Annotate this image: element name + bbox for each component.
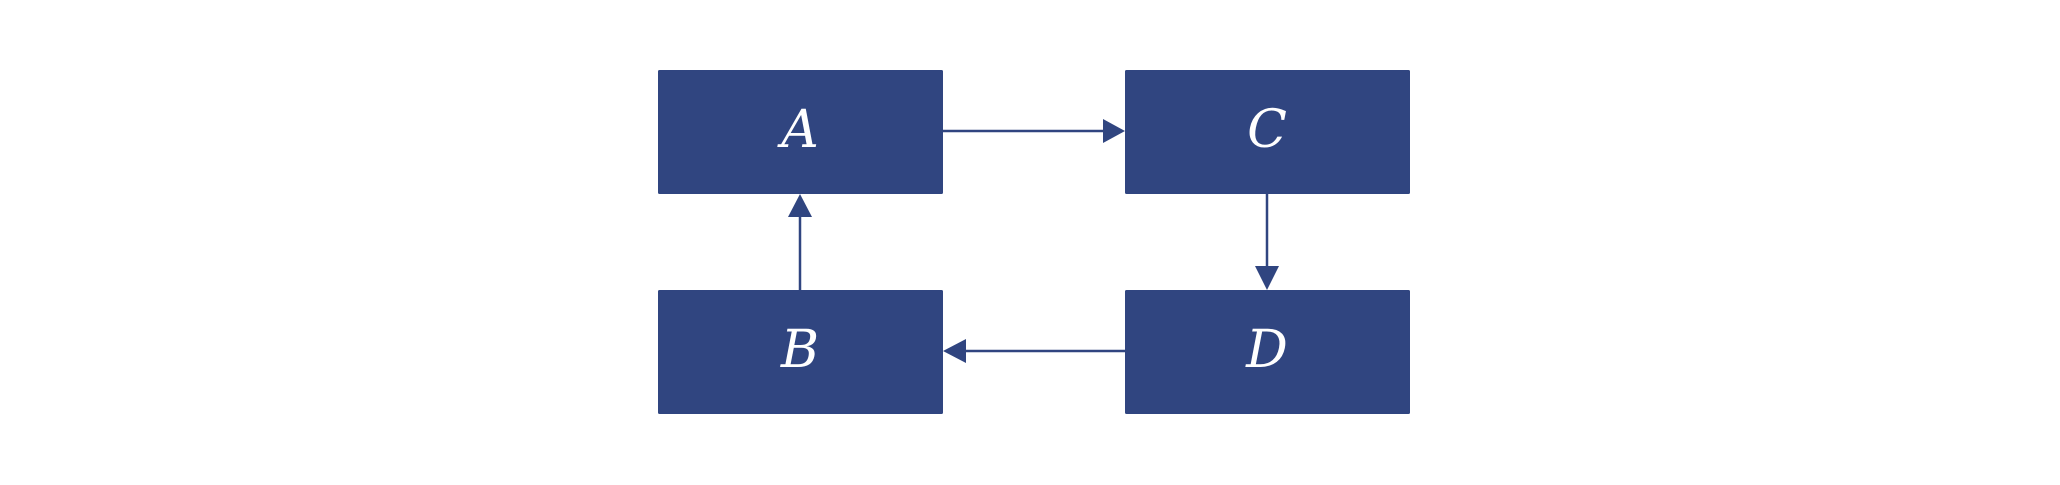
edge-a-to-c <box>943 119 1125 143</box>
node-b-box <box>658 290 943 414</box>
node-b-label: B <box>780 320 819 380</box>
edge-d-to-b-arrowhead <box>943 339 966 363</box>
node-d-box <box>1125 290 1410 414</box>
edge-b-to-a <box>788 194 812 290</box>
node-d: D <box>1125 290 1410 414</box>
node-c-label: C <box>1247 100 1287 160</box>
node-a-label: A <box>777 100 819 160</box>
edge-d-to-b <box>943 339 1125 363</box>
node-d-label: D <box>1245 320 1288 380</box>
edge-c-to-d-arrowhead <box>1255 266 1279 290</box>
node-a: A <box>658 70 943 194</box>
edge-c-to-d <box>1255 194 1279 290</box>
node-c: C <box>1125 70 1410 194</box>
node-c-box <box>1125 70 1410 194</box>
edge-b-to-a-arrowhead <box>788 194 812 217</box>
edge-a-to-c-arrowhead <box>1103 119 1125 143</box>
node-a-box <box>658 70 943 194</box>
node-b: B <box>658 290 943 414</box>
